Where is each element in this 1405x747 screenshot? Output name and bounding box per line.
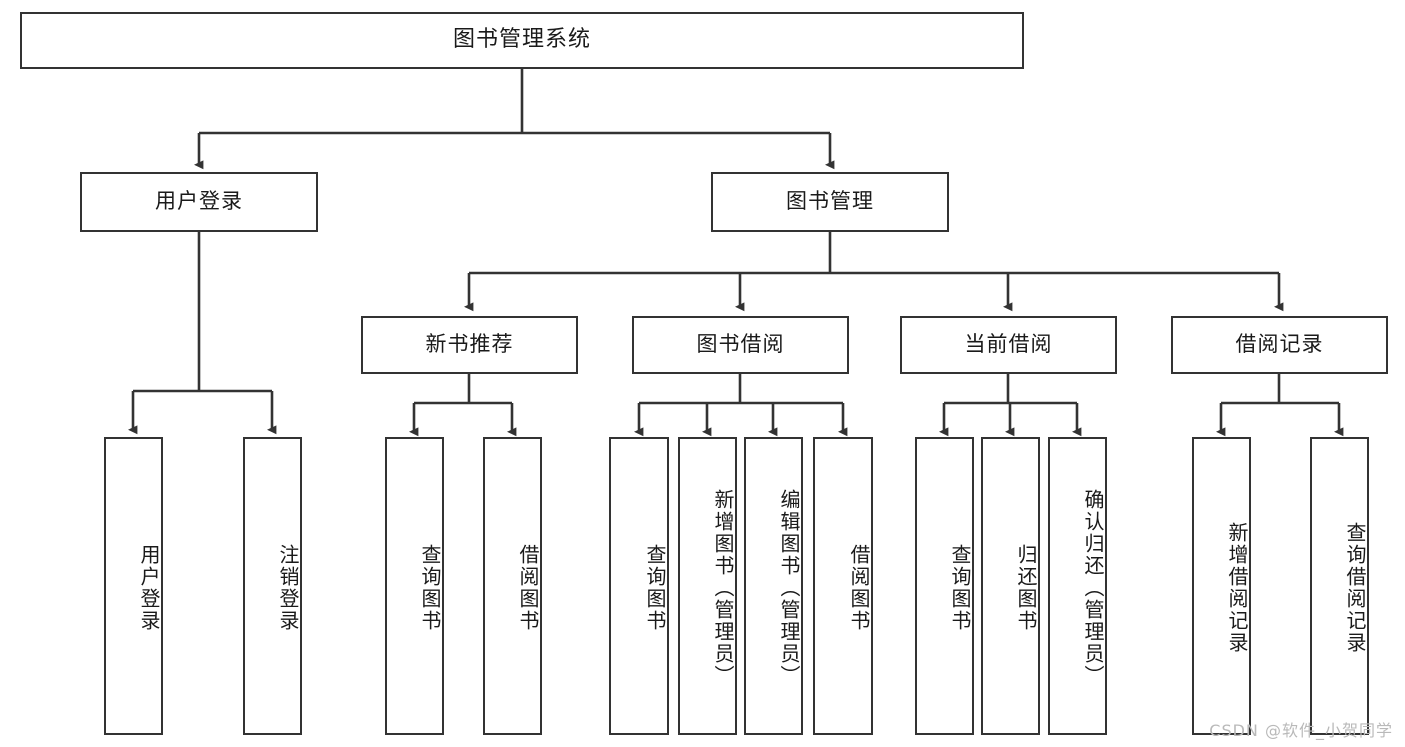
node-user-login[interactable]: 用户登录 — [80, 172, 318, 232]
node-leaf-query-book-1-label: 查询图书 — [418, 544, 442, 632]
node-leaf-confirm-return[interactable]: 确认归还（管理员） — [1048, 437, 1107, 735]
node-leaf-query-book-2[interactable]: 查询图书 — [609, 437, 669, 735]
node-borrow-record[interactable]: 借阅记录 — [1171, 316, 1388, 374]
node-book-borrow[interactable]: 图书借阅 — [632, 316, 849, 374]
node-leaf-user-logout-label: 注销登录 — [276, 544, 300, 632]
node-leaf-borrow-book-2-label: 借阅图书 — [847, 544, 871, 632]
node-leaf-user-login[interactable]: 用户登录 — [104, 437, 163, 735]
node-leaf-add-book[interactable]: 新增图书（管理员） — [678, 437, 737, 735]
node-leaf-user-login-label: 用户登录 — [137, 544, 161, 632]
node-borrow-record-label: 借阅记录 — [1235, 332, 1324, 357]
node-leaf-query-record-label: 查询借阅记录 — [1343, 522, 1367, 654]
node-leaf-add-record-label: 新增借阅记录 — [1225, 522, 1249, 654]
node-leaf-query-record[interactable]: 查询借阅记录 — [1310, 437, 1369, 735]
node-leaf-borrow-book-2[interactable]: 借阅图书 — [813, 437, 873, 735]
node-user-login-label: 用户登录 — [155, 189, 243, 214]
node-current-borrow-label: 当前借阅 — [964, 332, 1053, 357]
node-leaf-add-book-label: 新增图书（管理员） — [711, 489, 735, 687]
node-leaf-query-book-3[interactable]: 查询图书 — [915, 437, 974, 735]
watermark: CSDN @软件_小贺同学 — [1209, 721, 1393, 740]
node-leaf-query-book-1[interactable]: 查询图书 — [385, 437, 444, 735]
node-leaf-add-record[interactable]: 新增借阅记录 — [1192, 437, 1251, 735]
node-leaf-borrow-book-1-label: 借阅图书 — [516, 544, 540, 632]
node-new-book-recommend-label: 新书推荐 — [425, 332, 514, 357]
node-leaf-user-logout[interactable]: 注销登录 — [243, 437, 302, 735]
node-book-manage[interactable]: 图书管理 — [711, 172, 949, 232]
node-leaf-return-book[interactable]: 归还图书 — [981, 437, 1040, 735]
node-leaf-edit-book[interactable]: 编辑图书（管理员） — [744, 437, 803, 735]
node-leaf-borrow-book-1[interactable]: 借阅图书 — [483, 437, 542, 735]
node-leaf-return-book-label: 归还图书 — [1014, 544, 1038, 632]
node-book-manage-label: 图书管理 — [786, 189, 874, 214]
node-leaf-query-book-3-label: 查询图书 — [948, 544, 972, 632]
node-leaf-edit-book-label: 编辑图书（管理员） — [777, 489, 801, 687]
node-root-label: 图书管理系统 — [452, 27, 591, 53]
node-current-borrow[interactable]: 当前借阅 — [900, 316, 1117, 374]
node-new-book-recommend[interactable]: 新书推荐 — [361, 316, 578, 374]
node-leaf-confirm-return-label: 确认归还（管理员） — [1081, 489, 1105, 687]
node-root[interactable]: 图书管理系统 — [20, 12, 1024, 69]
node-book-borrow-label: 图书借阅 — [696, 332, 785, 357]
node-leaf-query-book-2-label: 查询图书 — [643, 544, 667, 632]
